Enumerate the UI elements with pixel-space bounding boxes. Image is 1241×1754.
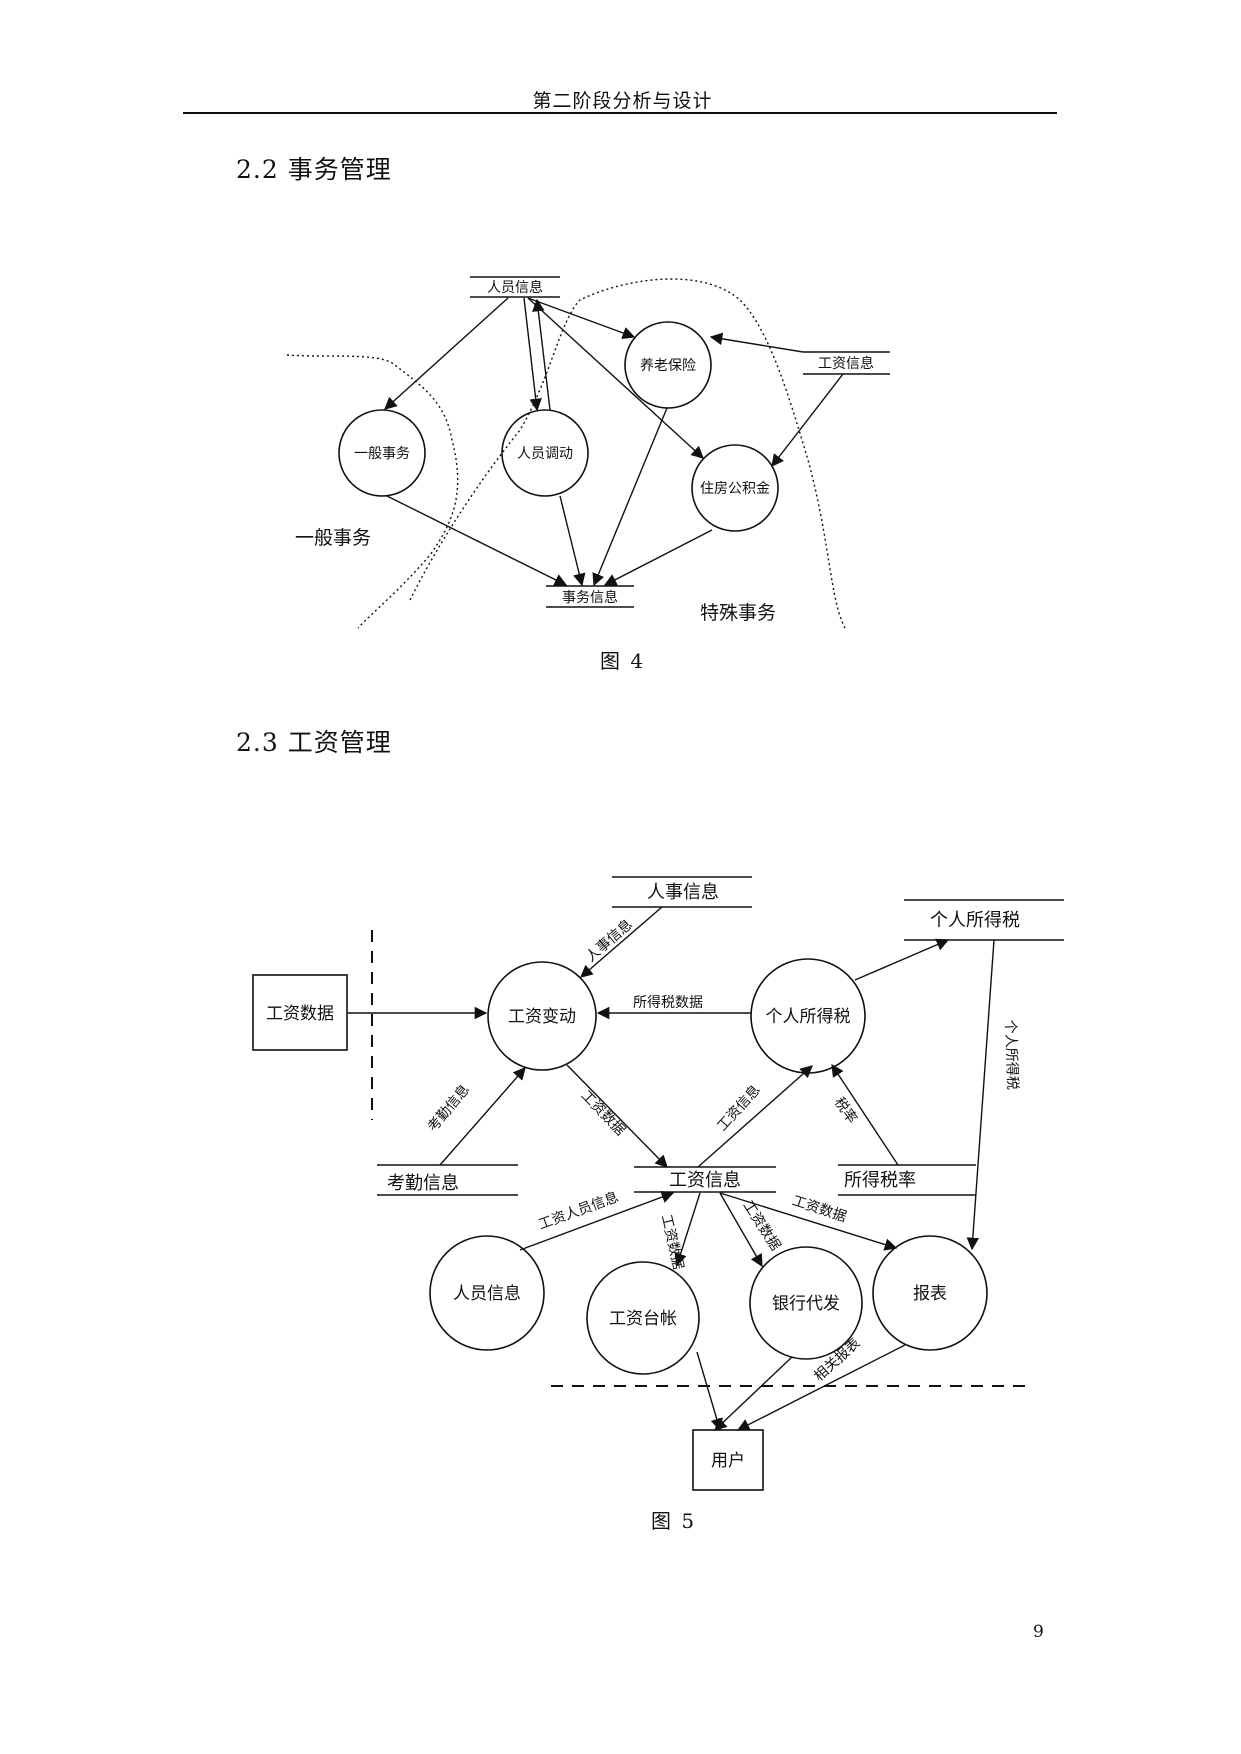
process-personnel-transfer-label: 人员调动 <box>517 446 573 462</box>
process-personnel-info: 人员信息 <box>429 1235 545 1351</box>
process-report-label: 报表 <box>913 1284 947 1304</box>
process-pension: 养老保险 <box>624 321 712 409</box>
process-pension-label: 养老保险 <box>640 358 696 374</box>
store-affairs-info: 事务信息 <box>546 585 634 608</box>
process-housing-fund: 住房公积金 <box>691 444 779 532</box>
entity-salary-data-label: 工资数据 <box>266 1004 334 1024</box>
store-income-tax: 个人所得税 <box>904 899 1064 941</box>
flow-personnel-to-pension <box>527 297 636 339</box>
figure-4-caption: 图 4 <box>600 649 646 673</box>
entity-salary-data: 工资数据 <box>252 974 348 1051</box>
flow-report-to-user <box>736 1344 906 1431</box>
flow-tax-to-store <box>854 938 950 981</box>
flow-salary-to-housing <box>771 373 844 467</box>
flow-salary-to-pension <box>709 332 804 353</box>
store-salary-info: 工资信息 <box>803 351 890 375</box>
process-general-affairs: 一般事务 <box>338 409 426 497</box>
process-income-tax-label: 个人所得税 <box>766 1007 851 1027</box>
flow-label-salary-person-info: 工资人员信息 <box>536 1188 621 1233</box>
process-salary-change: 工资变动 <box>487 961 597 1071</box>
figure-4: 人员信息 工资信息 事务信息 一般事务 人员调动 养老保险 住房公积金 <box>286 276 890 629</box>
flow-label-salary-data-1: 工资数据 <box>578 1088 628 1139</box>
flow-personnel-to-transfer <box>523 297 542 412</box>
process-housing-fund-label: 住房公积金 <box>700 481 770 497</box>
process-personnel-info-label: 人员信息 <box>453 1284 521 1304</box>
flow-rate-to-tax <box>831 1063 899 1166</box>
flow-transfer-to-affairs <box>559 495 586 587</box>
region-general-label: 一般事务 <box>295 527 371 549</box>
section-heading-salary: 2.3 工资管理 <box>236 728 392 757</box>
store-personnel-info: 人员信息 <box>470 276 560 298</box>
flow-personnel-to-general <box>384 297 509 410</box>
flow-general-to-affairs <box>386 495 568 586</box>
region-special-label: 特殊事务 <box>700 602 776 624</box>
flow-change-to-salary-info <box>566 1064 668 1168</box>
store-personnel-info-label: 人员信息 <box>487 279 543 296</box>
flow-label-salary-data-4: 工资数据 <box>790 1193 848 1226</box>
process-salary-ledger: 工资台帐 <box>586 1261 700 1375</box>
process-personnel-transfer: 人员调动 <box>501 409 589 497</box>
general-region-boundary <box>286 354 459 629</box>
process-bank-payment: 银行代发 <box>749 1246 863 1360</box>
flow-personnel-to-housing <box>527 297 704 459</box>
flow-personnel-to-salary-info <box>519 1191 675 1251</box>
flow-label-tax-rate: 税率 <box>831 1094 861 1127</box>
flow-label-attendance: 考勤信息 <box>424 1081 473 1135</box>
entity-user-label: 用户 <box>711 1451 745 1471</box>
store-income-tax-label: 个人所得税 <box>930 910 1020 931</box>
section-heading-affairs: 2.2 事务管理 <box>236 155 392 184</box>
store-tax-rate: 所得税率 <box>838 1164 976 1196</box>
store-hr-info-label: 人事信息 <box>647 882 719 903</box>
flow-hr-to-change <box>580 906 663 978</box>
flow-salary-info-to-report <box>719 1192 898 1251</box>
process-general-affairs-label: 一般事务 <box>354 446 410 462</box>
page-number: 9 <box>1033 1622 1044 1642</box>
flow-ledger-to-user <box>696 1351 723 1432</box>
flow-attendance-to-change <box>439 1067 526 1166</box>
flow-bank-to-user <box>714 1356 793 1431</box>
store-salary-info-label: 工资信息 <box>818 355 874 372</box>
process-bank-payment-label: 银行代发 <box>772 1294 840 1314</box>
figure-5: 工资数据 用户 人事信息 个人所得税 考勤信息 工资信息 <box>252 876 1064 1491</box>
flow-label-salary-data-2: 工资数据 <box>658 1213 686 1271</box>
header-rule <box>183 112 1057 114</box>
store-affairs-info-label: 事务信息 <box>562 589 618 606</box>
flow-label-salary-info: 工资信息 <box>714 1081 764 1134</box>
flow-label-hr-info: 人事信息 <box>582 916 635 966</box>
process-income-tax: 个人所得税 <box>750 958 866 1074</box>
flow-salary-info-to-tax <box>697 1065 813 1168</box>
flow-housing-to-affairs <box>603 529 713 586</box>
figure-5-caption: 图 5 <box>651 1509 697 1533</box>
store-attendance: 考勤信息 <box>377 1164 518 1196</box>
flow-transfer-to-personnel <box>532 298 551 411</box>
store-hr-info: 人事信息 <box>612 876 752 908</box>
store-salary-info-fig5: 工资信息 <box>634 1166 776 1193</box>
flow-salary-info-to-ledger <box>674 1192 701 1267</box>
store-attendance-label: 考勤信息 <box>387 1173 459 1194</box>
flow-pension-to-affairs <box>592 407 668 587</box>
flow-salary-info-to-bank <box>719 1192 763 1268</box>
store-tax-rate-label: 所得税率 <box>844 1170 916 1191</box>
flow-label-tax-data: 所得税数据 <box>633 994 703 1011</box>
flow-label-related-reports: 相关报表 <box>811 1335 863 1384</box>
running-header: 第二阶段分析与设计 <box>532 90 713 112</box>
entity-user: 用户 <box>692 1429 764 1491</box>
process-salary-change-label: 工资变动 <box>508 1007 576 1027</box>
special-region-boundary <box>409 278 846 629</box>
flow-label-income-tax-vertical: 个人所得税 <box>1002 1020 1021 1091</box>
flow-tax-store-to-report <box>966 939 995 1251</box>
process-report: 报表 <box>872 1235 988 1351</box>
process-salary-ledger-label: 工资台帐 <box>609 1309 677 1329</box>
store-salary-info-fig5-label: 工资信息 <box>669 1170 741 1191</box>
